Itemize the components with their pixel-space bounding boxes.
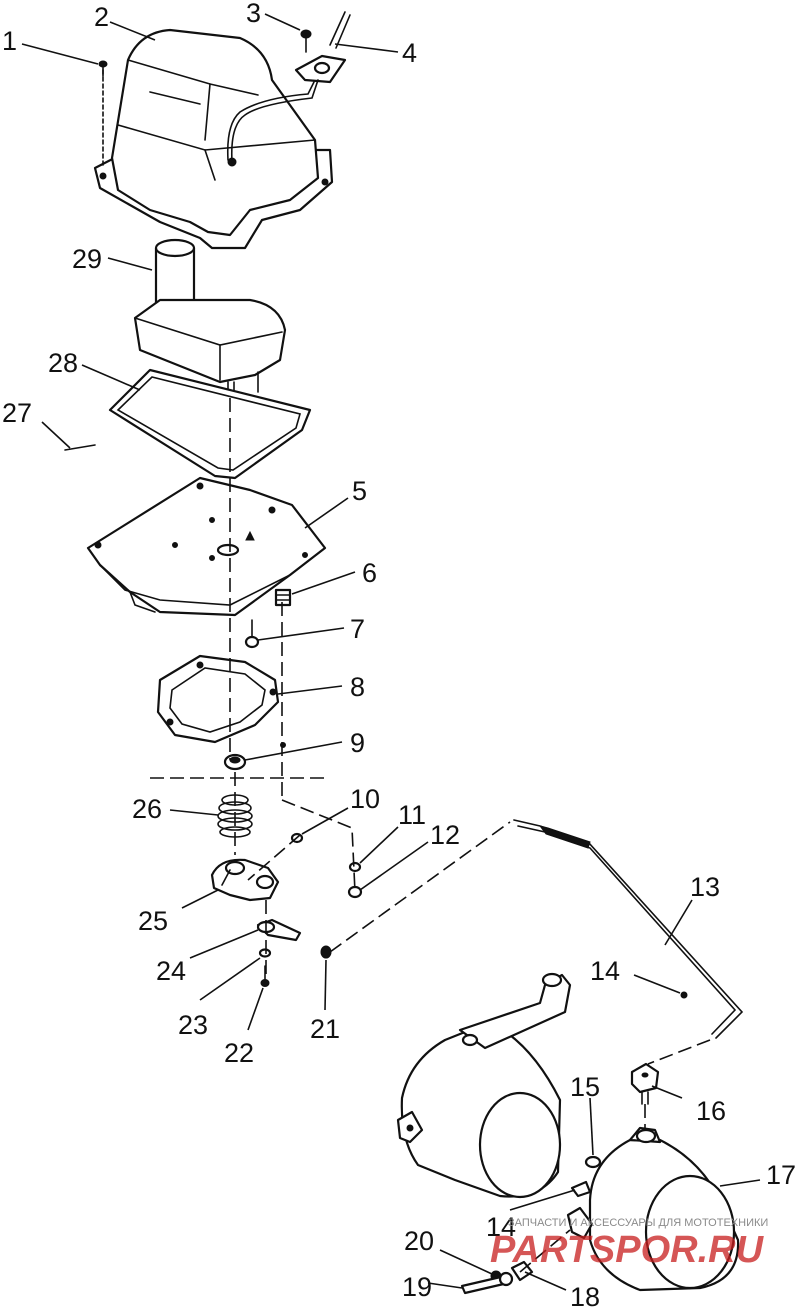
callout-9: 9 [350,728,365,758]
part-15-washer [584,1155,602,1169]
part-17-throttle-body [566,1126,740,1292]
part-24-lever [256,918,302,942]
callout-25: 25 [138,906,168,936]
part-3-screw [300,29,312,53]
part-6-stud [274,588,292,607]
callout-7: 7 [350,614,365,644]
part-29-motor [133,238,287,413]
callout-15: 15 [570,1072,600,1102]
callout-8: 8 [350,672,365,702]
part-12-nut [347,885,363,899]
watermark-logo: PARTSPOR.RU [490,1229,765,1271]
assembly-lines [150,398,711,1273]
watermark: ЗАПЧАСТИ И АКСЕССУАРЫ ДЛЯ МОТОТЕХНИКИ PA… [490,1217,768,1271]
callout-22: 22 [224,1038,254,1068]
part-5-base-plate [86,476,327,617]
callout-28: 28 [48,348,78,378]
callout-3: 3 [246,0,261,28]
part-19-bolt [460,1271,514,1295]
callout-17: 17 [766,1160,796,1190]
callout-26: 26 [132,794,162,824]
callout-6: 6 [362,558,377,588]
part-23-washer [258,948,272,958]
callout-29: 29 [72,244,102,274]
callout-10: 10 [350,784,380,814]
callout-11: 11 [398,800,426,830]
callout-18: 18 [570,1282,600,1309]
callout-14a: 14 [590,956,620,986]
part-13-rod [513,819,744,1039]
callout-4: 4 [402,38,417,68]
part-2-cover [93,28,334,250]
throttle-body-rear [396,972,572,1199]
callout-5: 5 [352,476,367,506]
part-14-clip-upper [680,991,688,999]
part-21-ball-joint [320,945,332,959]
part-27-pin [64,444,96,451]
part-9-nut [223,742,286,771]
callout-23: 23 [178,1010,208,1040]
callout-13: 13 [690,872,720,902]
part-8-seal [156,654,280,744]
callout-16: 16 [696,1096,726,1126]
callout-1: 1 [2,26,17,56]
part-22-screw [260,965,270,987]
part-14-clip-lower [570,1180,592,1198]
part-1-screw [98,60,108,166]
callout-21: 21 [310,1014,340,1044]
callout-19: 19 [402,1272,432,1302]
callout-24: 24 [156,956,186,986]
part-28-gasket [108,368,312,480]
callout-2: 2 [94,2,109,32]
part-16-connector [630,1062,660,1105]
part-4-cable-grommet [226,11,351,163]
callout-14b: 14 [486,1212,516,1242]
part-11-washer [348,861,362,873]
callout-27: 27 [2,398,32,428]
callout-20: 20 [404,1226,434,1256]
leader-lines [21,13,761,1291]
part-25-cam [210,858,280,902]
watermark-caption: ЗАПЧАСТИ И АКСЕССУАРЫ ДЛЯ МОТОТЕХНИКИ [508,1217,768,1229]
part-7-screw [244,619,260,649]
callout-12: 12 [430,820,460,850]
